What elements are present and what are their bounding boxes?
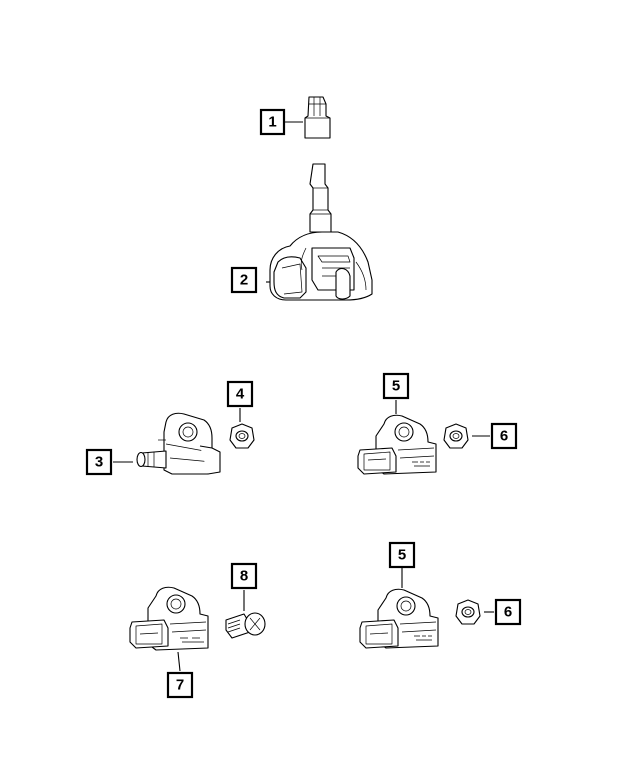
callout-label: 6 bbox=[500, 428, 508, 445]
callout-3: 3 bbox=[85, 448, 113, 476]
callout-7: 7 bbox=[166, 671, 194, 699]
bolt bbox=[225, 612, 266, 639]
callout-label: 5 bbox=[392, 378, 400, 395]
hex-nut bbox=[229, 423, 255, 449]
callout-5: 5 bbox=[382, 372, 410, 400]
impact-sensor-square-connector bbox=[129, 586, 209, 651]
callout-5: 5 bbox=[388, 541, 416, 569]
callout-2: 2 bbox=[230, 266, 258, 294]
impact-sensor-square-connector bbox=[357, 414, 437, 475]
callout-label: 2 bbox=[240, 272, 248, 289]
callout-label: 8 bbox=[240, 568, 248, 585]
valve-cap bbox=[304, 96, 331, 139]
callout-4: 4 bbox=[226, 380, 254, 408]
callout-label: 1 bbox=[268, 114, 276, 131]
callout-6: 6 bbox=[494, 598, 522, 626]
impact-sensor-square-connector bbox=[359, 588, 439, 649]
callout-label: 5 bbox=[398, 547, 406, 564]
callout-label: 3 bbox=[95, 454, 103, 471]
callout-label: 7 bbox=[176, 677, 184, 694]
callout-6: 6 bbox=[490, 422, 518, 450]
tpms-sensor bbox=[269, 163, 373, 301]
hex-nut bbox=[455, 599, 481, 625]
callout-label: 4 bbox=[236, 386, 245, 403]
leader-lines bbox=[113, 121, 494, 672]
callout-label: 6 bbox=[504, 604, 512, 621]
callout-8: 8 bbox=[230, 562, 258, 590]
callout-1: 1 bbox=[259, 108, 286, 136]
hex-nut bbox=[443, 423, 469, 449]
impact-sensor-round-connector bbox=[136, 412, 221, 475]
